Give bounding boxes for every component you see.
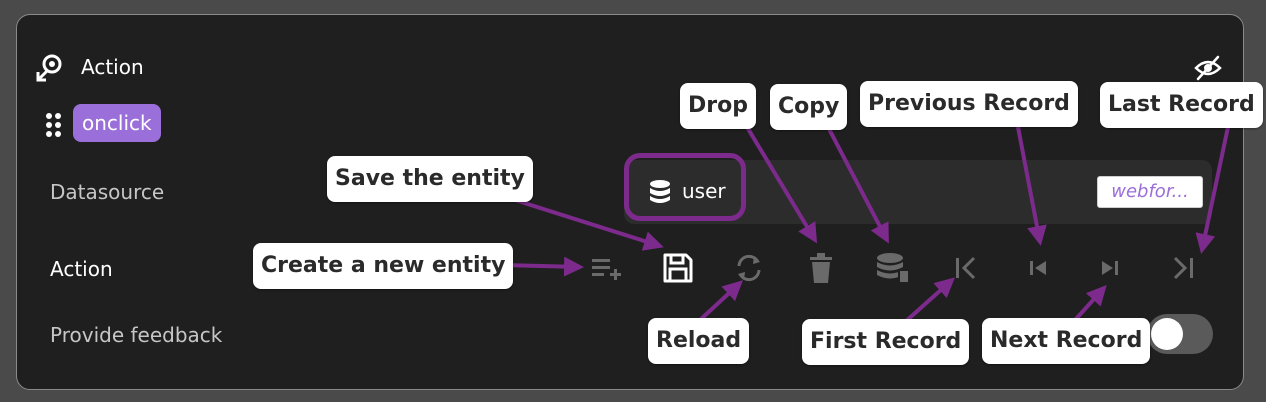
event-chip[interactable]: onclick [73,104,161,142]
callout-next: Next Record [982,318,1151,364]
save-icon [663,253,693,283]
header-title: Action [81,55,144,79]
previous-record-button[interactable] [1020,250,1056,286]
callout-previous: Previous Record [860,81,1078,127]
action-icon [36,54,62,82]
callout-save: Save the entity [327,156,533,202]
feedback-toggle[interactable] [1147,314,1213,354]
last-record-icon [1173,256,1193,280]
toggle-knob [1151,318,1183,350]
reload-icon [737,254,761,282]
callout-first: First Record [802,319,970,365]
drop-icon [810,253,832,283]
next-record-button[interactable] [1092,250,1128,286]
callout-create: Create a new entity [253,243,514,289]
callout-reload: Reload [648,318,750,364]
callout-last: Last Record [1100,82,1263,128]
reload-button[interactable] [731,250,767,286]
save-button[interactable] [660,250,696,286]
drop-button[interactable] [803,250,839,286]
add-entity-button[interactable] [588,250,624,286]
add-entity-icon [592,259,621,280]
last-record-button[interactable] [1165,250,1201,286]
datasource-value: user [682,179,726,203]
datasource-label: Datasource [50,180,165,204]
first-record-button[interactable] [948,250,984,286]
first-record-icon [956,256,976,280]
datasource-tag[interactable]: webfor... [1097,176,1203,208]
callout-drop: Drop [680,83,756,129]
feedback-label: Provide feedback [50,323,223,347]
next-record-icon [1102,261,1118,275]
previous-record-icon [1030,261,1046,275]
callout-copy: Copy [770,84,848,130]
copy-button[interactable] [875,250,911,286]
visibility-off-icon[interactable] [1194,55,1222,81]
datasource-highlight [624,153,746,221]
copy-icon [877,253,910,284]
drag-handle-icon[interactable] [44,112,64,138]
action-label: Action [50,257,113,281]
